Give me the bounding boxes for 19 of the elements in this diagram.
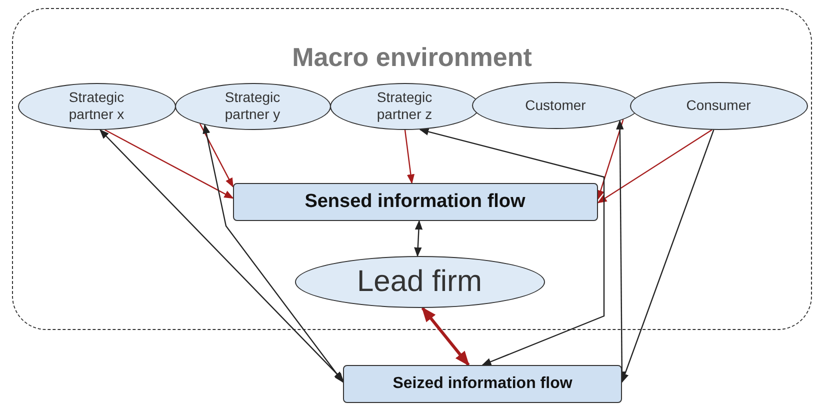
arrow: [597, 129, 712, 204]
region-title: Macro environment: [291, 42, 533, 73]
ellipse-node: Lead firm: [294, 256, 544, 308]
arrow: [596, 119, 624, 200]
double-arrow: [419, 128, 605, 366]
arrow: [199, 123, 234, 188]
arrow: [404, 130, 415, 184]
ellipse-node: Consumer: [630, 82, 808, 130]
region-boundary: [12, 8, 812, 330]
arrow: [621, 130, 714, 383]
double-arrow: [100, 129, 344, 381]
process-box: Sensed information flow: [232, 182, 598, 220]
double-arrow: [421, 306, 470, 366]
ellipse-node: Strategic partner y: [174, 82, 330, 130]
process-box: Seized information flow: [343, 365, 622, 403]
ellipse-node: Strategic partner x: [18, 82, 176, 130]
double-arrow: [414, 220, 423, 257]
double-arrow: [202, 124, 344, 383]
arrow: [104, 129, 234, 199]
